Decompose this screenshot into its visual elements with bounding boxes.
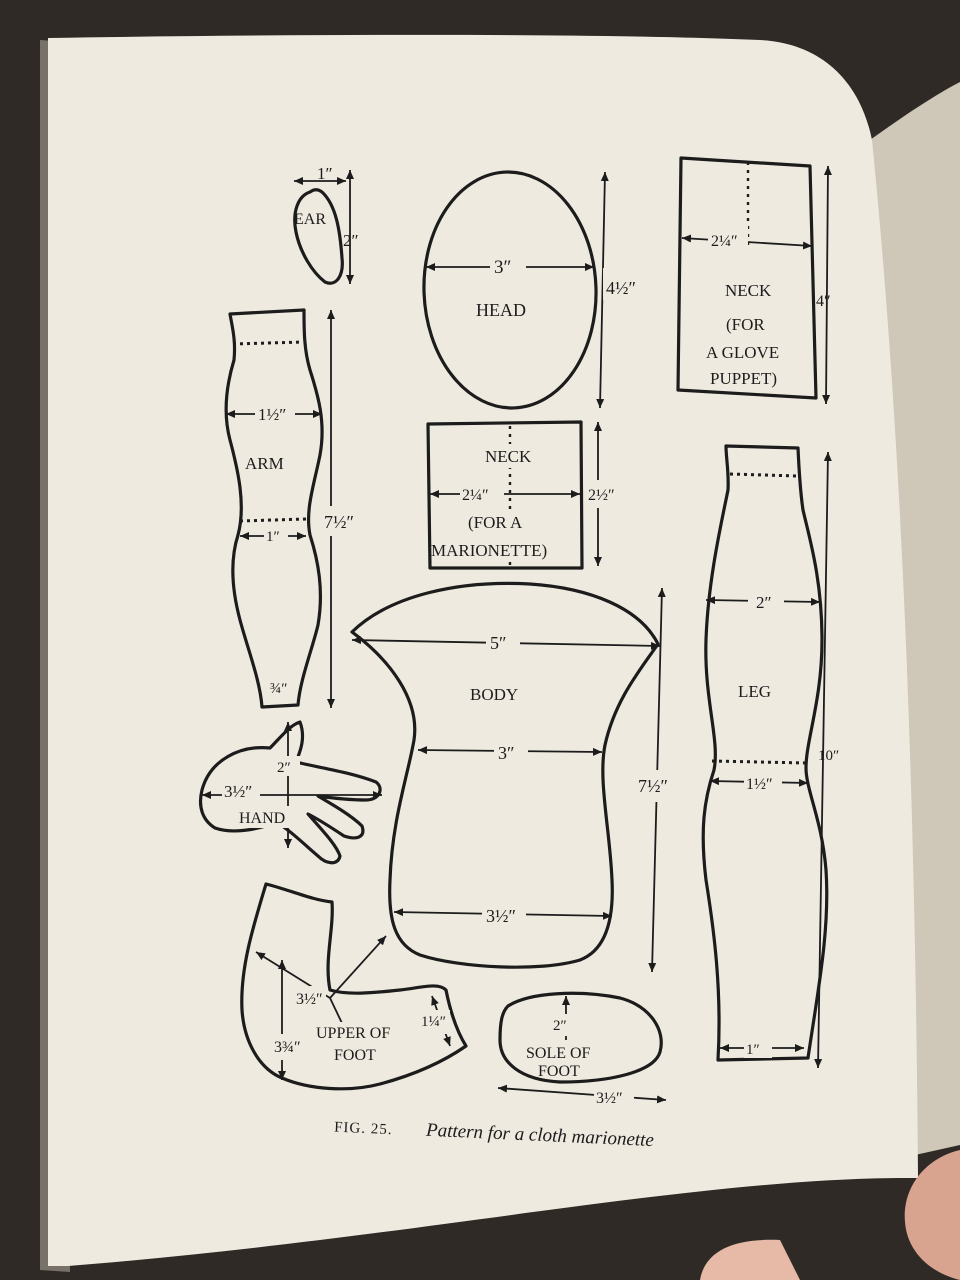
head-height: 4½″ <box>606 278 636 298</box>
neck-glove-note-1: (FOR <box>726 315 765 334</box>
neck-glove-note-2: A GLOVE <box>706 343 779 362</box>
leg-label: LEG <box>738 682 771 701</box>
head-piece: 3″ HEAD 4½″ <box>422 170 636 410</box>
ear-label: EAR <box>294 211 326 228</box>
hand-label: HAND <box>239 810 285 827</box>
hand-height: 2″ <box>277 760 291 776</box>
sole-width: 3½″ <box>596 1090 623 1107</box>
body-width-mid: 3″ <box>498 743 515 763</box>
upper-foot-dim-b: 3¾″ <box>274 1039 301 1056</box>
hand-piece: 3½″ 2″ HAND <box>198 720 382 865</box>
leg-width-top: 2″ <box>756 593 772 612</box>
upper-foot-dim-c: 1¼″ <box>421 1014 446 1030</box>
ear-width: 1″ <box>317 164 333 183</box>
arm-width-mid: 1″ <box>266 529 280 545</box>
neck-glove-width: 2¼″ <box>711 233 738 250</box>
sole-label-2: FOOT <box>538 1063 580 1080</box>
upper-foot-label-1: UPPER OF <box>316 1025 390 1042</box>
arm-width-bottom: ¾″ <box>270 681 288 697</box>
ear-piece: 1″ 2″ EAR <box>293 164 359 285</box>
upper-foot-label-2: FOOT <box>334 1047 376 1064</box>
head-label: HEAD <box>476 300 526 320</box>
arm-label: ARM <box>245 454 284 473</box>
leg-piece: 2″ LEG 1½″ 1″ 10″ <box>701 444 839 1069</box>
arm-piece: 1½″ ARM 1″ ¾″ 7½″ <box>224 308 354 709</box>
sole-label-1: SOLE OF <box>526 1045 591 1062</box>
neck-marionette-height: 2½″ <box>588 487 615 504</box>
upper-foot-piece: 3½″ 3¾″ 1¼″ UPPER OF FOOT <box>240 882 468 1091</box>
neck-marionette-piece: NECK 2¼″ (FOR A MARIONETTE) 2½″ <box>426 420 616 570</box>
thumb <box>904 1150 960 1280</box>
neck-marionette-note-2: MARIONETTE) <box>431 541 547 560</box>
sole-piece: 2″ SOLE OF FOOT 3½″ <box>497 991 667 1108</box>
upper-foot-dim-a: 3½″ <box>296 991 323 1008</box>
leg-width-bottom: 1″ <box>746 1042 760 1058</box>
neck-marionette-note-1: (FOR A <box>468 513 523 532</box>
neck-glove-height: 4″ <box>816 293 831 310</box>
sole-height: 2″ <box>553 1018 567 1034</box>
body-label: BODY <box>470 685 518 704</box>
body-height: 7½″ <box>638 776 668 796</box>
neck-marionette-label: NECK <box>485 447 532 466</box>
figure-number: FIG. 25. <box>334 1120 393 1139</box>
facing-page <box>870 82 960 1155</box>
arm-length: 7½″ <box>324 512 354 532</box>
book-page <box>48 34 918 1266</box>
body-width-top: 5″ <box>490 633 507 653</box>
arm-width-top: 1½″ <box>258 405 286 424</box>
leg-length: 10″ <box>818 748 839 764</box>
head-width: 3″ <box>494 257 511 278</box>
leg-width-knee: 1½″ <box>746 776 773 793</box>
body-piece: 5″ BODY 3″ 3½″ 7½″ <box>350 581 672 973</box>
neck-glove-note-3: PUPPET) <box>710 369 777 388</box>
neck-glove-piece: 2¼″ NECK (FOR A GLOVE PUPPET) 4″ <box>676 156 832 405</box>
neck-marionette-width: 2¼″ <box>462 487 489 504</box>
ear-height: 2″ <box>343 231 359 250</box>
body-width-bottom: 3½″ <box>486 906 516 926</box>
hand-width: 3½″ <box>224 782 252 801</box>
neck-glove-label: NECK <box>725 281 772 300</box>
